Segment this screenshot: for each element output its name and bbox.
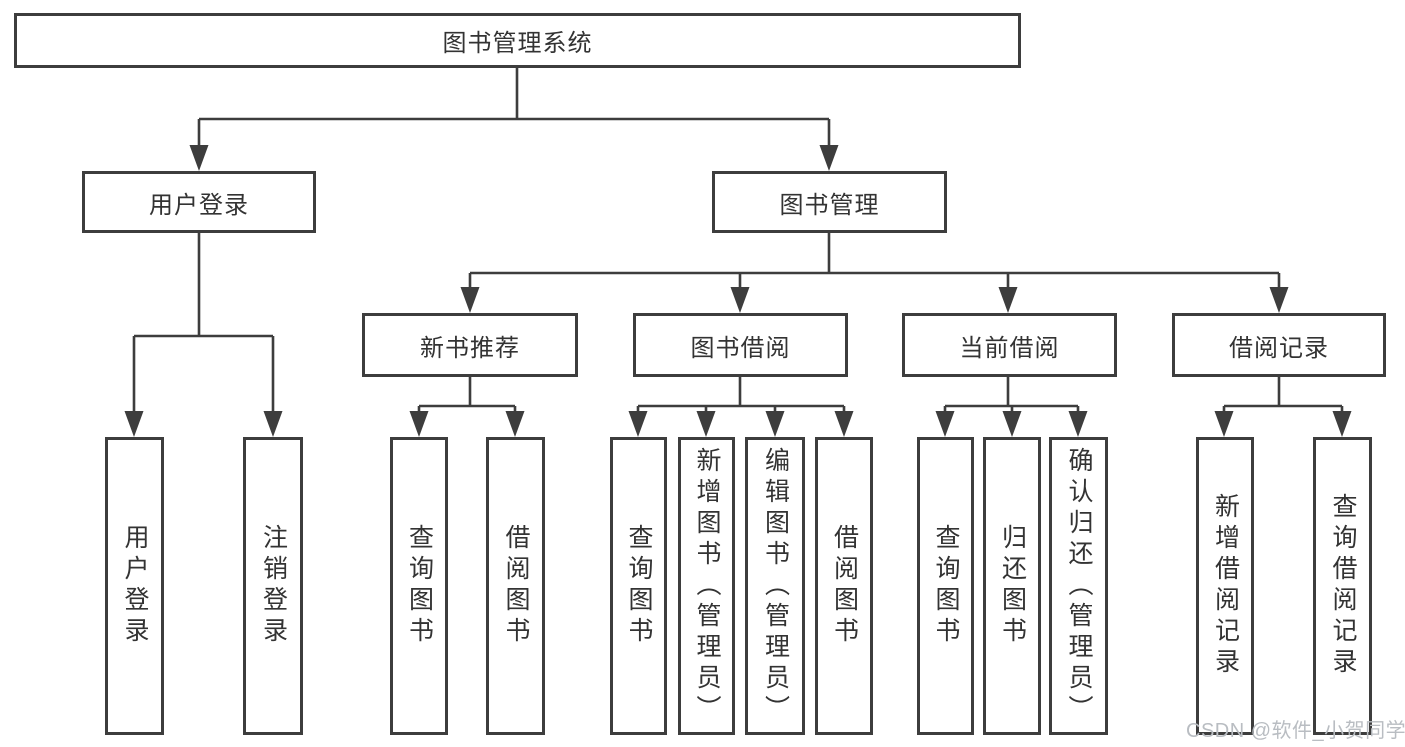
node-borrow-record: 借阅记录 (1172, 313, 1386, 377)
arrowheads-leaves (124, 411, 1352, 437)
leaf-add-book-admin-label: 新增图书（管理员） (693, 446, 721, 726)
leaf-query-borrow-record: 查询借阅记录 (1313, 437, 1372, 735)
arrowheads-level2 (189, 145, 839, 171)
leaf-confirm-return-admin-label: 确认归还（管理员） (1065, 446, 1093, 726)
node-new-book-recommend: 新书推荐 (362, 313, 578, 377)
leaf-add-borrow-record: 新增借阅记录 (1196, 437, 1254, 735)
arrowheads-level3 (460, 287, 1289, 313)
node-current-borrow: 当前借阅 (902, 313, 1117, 377)
leaf-confirm-return-admin: 确认归还（管理员） (1049, 437, 1108, 735)
leaf-query-book-recommend: 查询图书 (390, 437, 448, 735)
csdn-watermark: CSDN @软件_小贺同学 (1186, 720, 1405, 742)
leaf-borrow-book-recommend-label: 借阅图书 (502, 524, 530, 648)
leaf-edit-book-admin: 编辑图书（管理员） (745, 437, 805, 735)
leaf-query-book-recommend-label: 查询图书 (405, 524, 434, 648)
node-library-management-system: 图书管理系统 (14, 13, 1021, 68)
leaf-edit-book-admin-label: 编辑图书（管理员） (761, 446, 790, 726)
leaf-add-book-admin: 新增图书（管理员） (678, 437, 735, 735)
leaf-user-login: 用户登录 (105, 437, 164, 735)
node-book-management: 图书管理 (712, 171, 947, 233)
leaf-query-book-current-label: 查询图书 (932, 524, 960, 648)
leaf-borrow-book-recommend: 借阅图书 (486, 437, 545, 735)
leaf-query-book-borrow: 查询图书 (610, 437, 667, 735)
node-book-borrow: 图书借阅 (633, 313, 848, 377)
leaf-query-book-current: 查询图书 (917, 437, 974, 735)
leaf-add-borrow-record-label: 新增借阅记录 (1211, 493, 1240, 679)
leaf-borrow-book: 借阅图书 (815, 437, 873, 735)
leaf-query-book-borrow-label: 查询图书 (625, 524, 653, 648)
leaf-logout: 注销登录 (243, 437, 303, 735)
leaf-logout-label: 注销登录 (259, 524, 288, 648)
leaf-return-book-label: 归还图书 (998, 524, 1027, 648)
leaf-user-login-label: 用户登录 (121, 524, 149, 648)
node-user-login: 用户登录 (82, 171, 316, 233)
connector-lines (132, 68, 1344, 415)
leaf-query-borrow-record-label: 查询借阅记录 (1329, 493, 1357, 679)
leaf-return-book: 归还图书 (983, 437, 1041, 735)
leaf-borrow-book-label: 借阅图书 (830, 524, 859, 648)
